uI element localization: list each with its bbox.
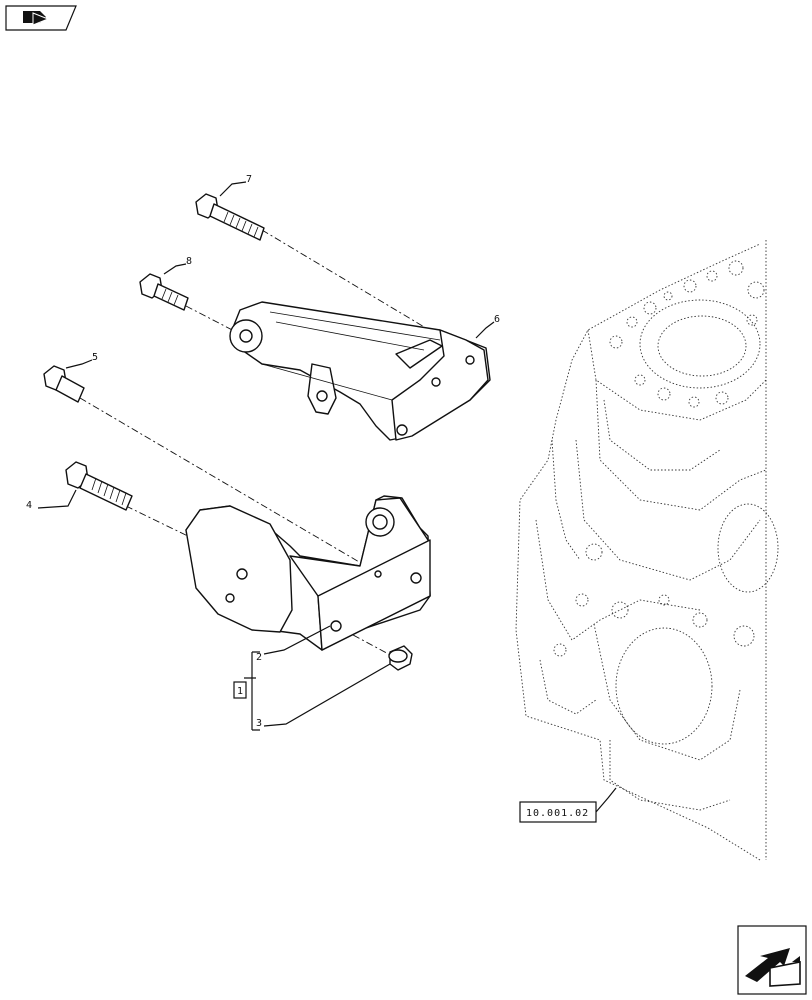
callout-2: 2 [256,652,262,663]
bolt-7 [195,193,265,241]
mount-assembly-2 [185,495,431,651]
bolt-4 [65,461,133,511]
engine-block [515,240,779,861]
callout-6: 6 [494,314,500,325]
callout-4: 4 [26,500,32,511]
reference-link[interactable]: 10.001.02 [519,801,597,823]
bolt-8 [139,273,189,311]
callout-1: 1 [237,686,243,697]
callout-labels: 7 8 5 4 6 2 3 1 [26,174,500,729]
book-pointer-icon[interactable] [5,5,77,31]
leader-lines [37,181,617,813]
plug-3 [388,645,413,671]
callout-3: 3 [256,718,262,729]
callout-7: 7 [246,174,252,185]
reference-label[interactable]: 10.001.02 [526,808,589,819]
callout-1-box: 1 [233,681,247,699]
next-page-arrow-icon[interactable] [737,925,807,995]
bracket-6 [229,301,491,441]
bolt-5 [43,365,85,403]
callout-5: 5 [92,352,98,363]
callout-8: 8 [186,256,192,267]
